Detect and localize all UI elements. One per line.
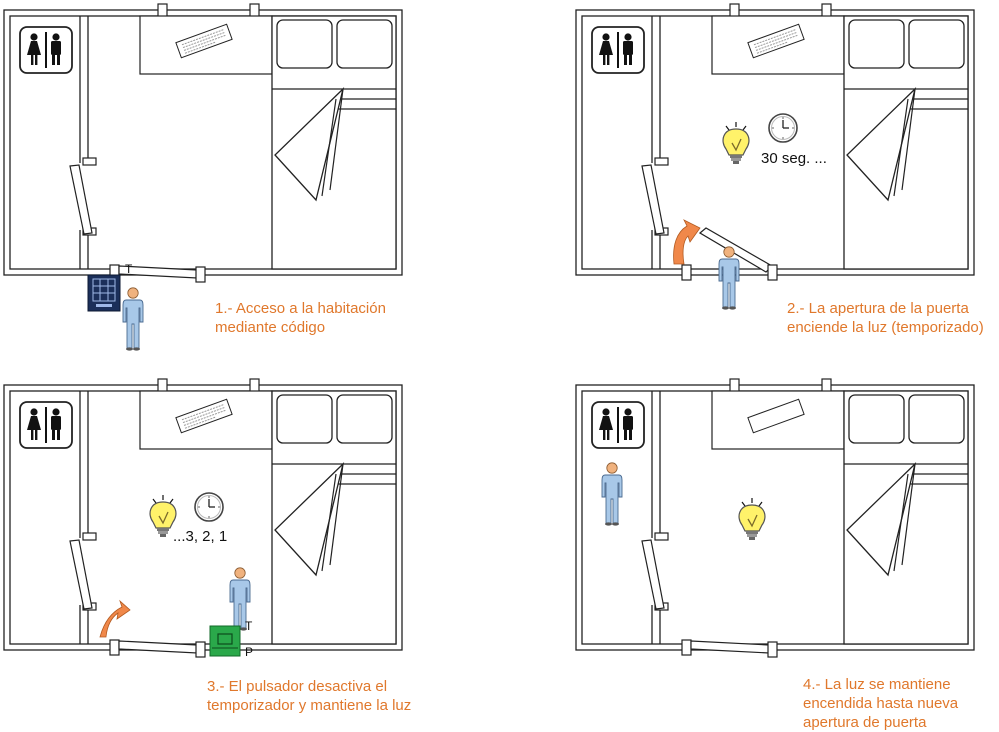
clock-icon	[768, 113, 798, 143]
lightbulb-icon	[722, 121, 750, 165]
panel-4	[575, 378, 975, 658]
push-button-icon	[209, 625, 241, 657]
timer-label-2: 30 seg. ...	[761, 150, 827, 167]
panel-2	[575, 3, 975, 311]
panel-3	[3, 378, 403, 658]
person-icon	[718, 246, 740, 311]
lightbulb-icon	[738, 497, 766, 541]
keypad-icon	[87, 274, 121, 312]
countdown-label-3: ...3, 2, 1	[173, 528, 228, 545]
caption-step-1: 1.- Acceso a la habitación mediante códi…	[215, 300, 386, 336]
clock-icon	[194, 492, 224, 522]
caption-step-4: 4.- La luz se mantiene encendida hasta n…	[803, 676, 959, 731]
caption-step-2: 2.- La apertura de la puerta enciende la…	[787, 300, 984, 336]
door-arrow-icon	[673, 219, 701, 265]
person-icon	[601, 462, 623, 527]
caption-step-3: 3.- El pulsador desactiva el temporizado…	[207, 678, 412, 714]
person-icon	[122, 287, 144, 352]
panel-1	[3, 3, 403, 352]
timer-mark-3: T	[245, 619, 253, 633]
door-arrow-icon	[99, 599, 131, 638]
pushbutton-mark-3: P	[245, 645, 254, 659]
timer-mark-1: T	[125, 262, 133, 276]
